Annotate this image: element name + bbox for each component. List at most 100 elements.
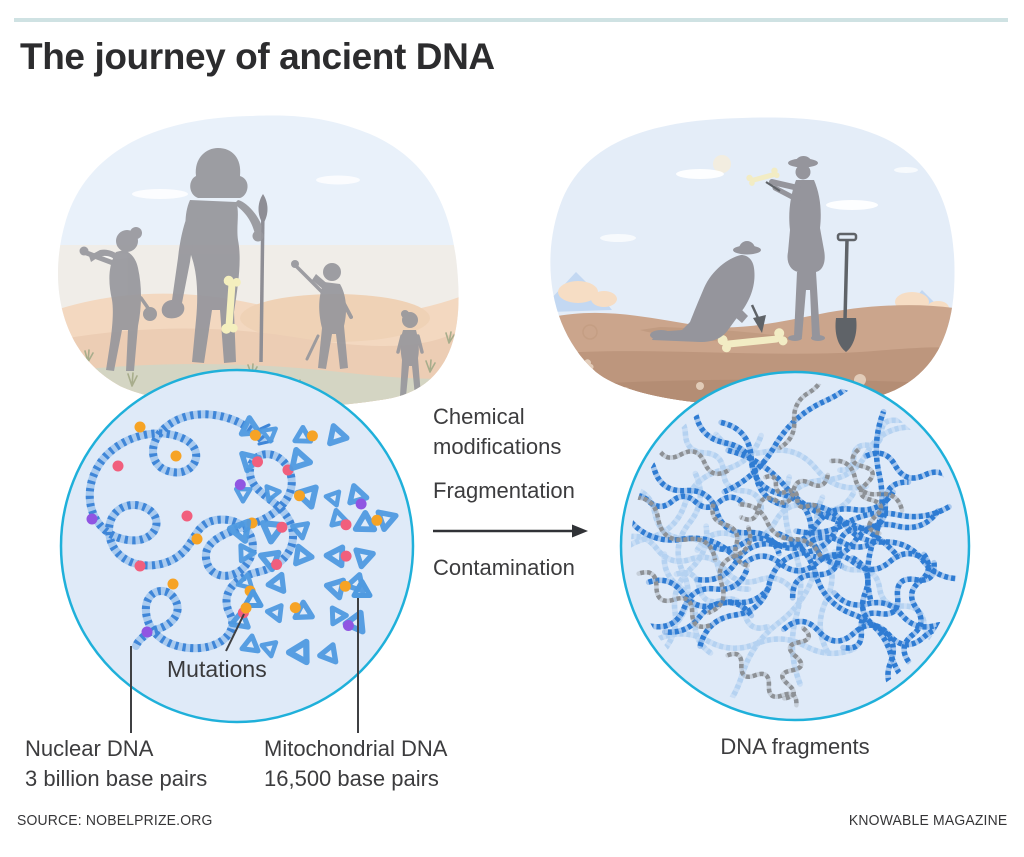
mito-loop (226, 518, 252, 544)
contaminant-fragment (763, 473, 821, 516)
mutation-dot (134, 560, 146, 572)
figure-kneeling-archaeologist (650, 241, 766, 342)
dna-fragment-blue (631, 445, 782, 557)
page-title: The journey of ancient DNA (20, 36, 495, 77)
mito-loop (242, 589, 264, 608)
dna-fragment-blue (793, 504, 952, 536)
sun (713, 155, 731, 173)
mito-loop (329, 507, 350, 528)
figure-toddler (396, 310, 424, 396)
figure-adult-with-spear (161, 148, 268, 363)
mito-loop (265, 571, 287, 594)
contaminant-fragment (850, 447, 884, 536)
mutation-dot (340, 550, 352, 562)
contaminant-fragment (829, 458, 905, 513)
mitochondrial-dna-detail: 16,500 base pairs (264, 766, 439, 791)
figure-child-with-stick (291, 260, 353, 369)
dna-fragment-blue (718, 419, 845, 569)
nuclear-mutation-dots (86, 421, 294, 638)
mutation-dot (342, 620, 354, 631)
label-mitochondrial-dna: Mitochondrial DNA 16,500 base pairs (264, 734, 447, 794)
dna-fragment-blue (692, 408, 789, 509)
scene-excavation (550, 117, 955, 407)
mito-loop (264, 603, 284, 624)
label-nuclear-dna: Nuclear DNA 3 billion base pairs (25, 734, 207, 794)
mito-loop (352, 510, 378, 533)
figure-adult-with-club (79, 227, 157, 371)
top-accent-line (14, 18, 1008, 22)
mutation-dot (294, 490, 305, 502)
trowel-blade (753, 315, 766, 333)
mutation-dot (371, 514, 383, 526)
mito-loop (342, 609, 366, 635)
mutation-dot (234, 479, 246, 491)
source-credit: SOURCE: NOBELPRIZE.ORG (17, 812, 213, 829)
mito-loop (329, 605, 349, 627)
mito-loop (351, 579, 373, 598)
label-mutations: Mutations (167, 656, 267, 682)
brush-tool (765, 181, 781, 192)
bone-in-hand (746, 167, 780, 186)
mito-loop (259, 640, 279, 659)
mutation-dot (306, 430, 318, 442)
mutation-dot (276, 521, 288, 533)
spear-head (258, 194, 268, 224)
mutation-dot (271, 559, 283, 570)
mutation-dot (340, 519, 352, 531)
dna-fragment-light (663, 412, 765, 513)
mito-loop (290, 521, 311, 541)
mutation-dot (141, 626, 153, 638)
mito-loop (285, 638, 310, 666)
dna-fragment-light (631, 533, 796, 594)
mutation-dot (181, 510, 193, 522)
mito-loop (293, 543, 315, 567)
dna-fragment-blue (661, 584, 772, 635)
label-fragmentation: Fragmentation (433, 478, 575, 503)
mutation-dot (289, 602, 301, 614)
contaminant-fragment (725, 651, 799, 708)
mito-loop (235, 572, 255, 591)
contaminant-fragment (737, 502, 823, 559)
dna-fragment-blue (901, 551, 932, 665)
clouds-right (600, 167, 918, 242)
figure-standing-archaeologist (746, 155, 825, 341)
dna-fragment-blue (831, 590, 959, 652)
trowel-handle (750, 304, 760, 319)
ancient-dna-sample-circle (59, 368, 415, 724)
nuclear-dna-detail: 3 billion base pairs (25, 766, 208, 791)
mito-loop (294, 484, 319, 510)
dna-fragment-light (656, 631, 858, 657)
mitochondrial-dna-loops (226, 415, 399, 666)
contaminant-fragment (636, 569, 713, 630)
mito-loop (228, 608, 251, 630)
mito-loop (327, 423, 350, 447)
mito-loop (317, 642, 339, 665)
mutation-dot (355, 498, 367, 510)
dna-fragment-light (674, 470, 704, 626)
contaminant-fragment (738, 472, 831, 522)
mutation-dot (191, 533, 203, 545)
process-arrow (433, 524, 588, 538)
label-contamination: Contamination (433, 555, 575, 580)
dna-fragment-blue (706, 534, 879, 553)
mutation-dot (252, 456, 263, 468)
excavated-bone (717, 328, 788, 353)
magazine-credit: KNOWABLE MAGAZINE (848, 812, 1007, 829)
hand-axe (161, 299, 185, 319)
mito-loop (289, 446, 314, 471)
mito-loop (259, 426, 278, 444)
mutation-dot (249, 429, 261, 441)
mutation-dot (170, 450, 182, 462)
highlighted-bone (221, 275, 241, 334)
mutation-dot (240, 602, 252, 614)
mutation-dot (112, 460, 124, 472)
dna-fragment-blue (802, 502, 959, 582)
mitochondrial-dna-title: Mitochondrial DNA (264, 736, 448, 761)
shovel (835, 232, 858, 352)
nuclear-dna-title: Nuclear DNA (25, 736, 154, 761)
mito-loop (238, 543, 257, 564)
contaminant-fragment (777, 382, 826, 451)
dna-fragment-blue (789, 479, 912, 601)
